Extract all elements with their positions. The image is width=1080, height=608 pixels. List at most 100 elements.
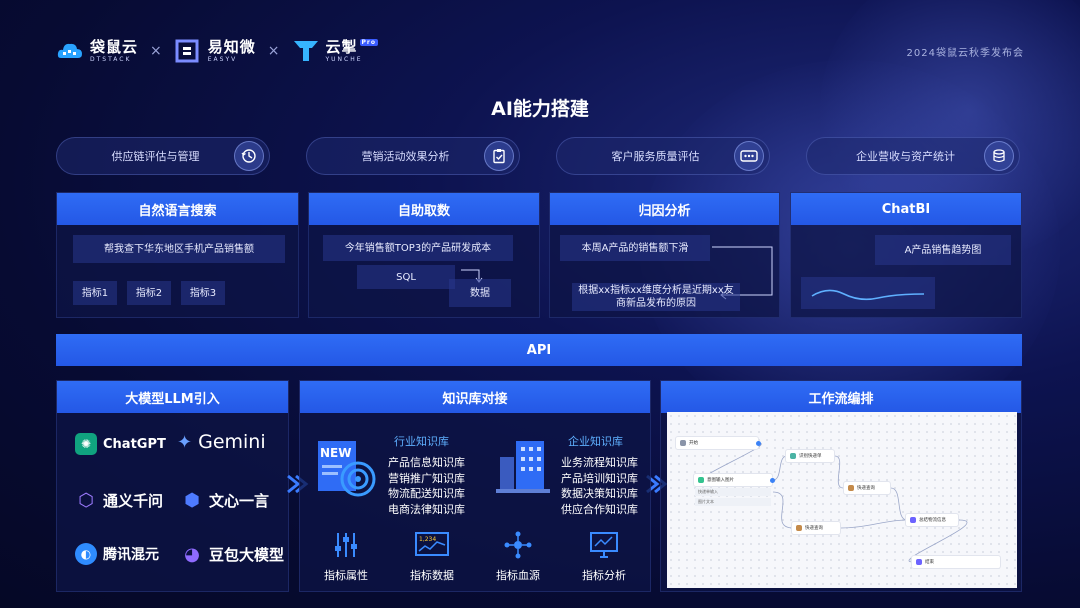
node-label: 识别快递单 [799, 454, 822, 459]
data-box: 数据 [449, 279, 511, 307]
list-item: 电商法律知识库 [388, 502, 465, 516]
port-icon [770, 478, 775, 483]
workflow-node-field: 图片文本 [695, 498, 771, 506]
metric-tag: 指标2 [127, 281, 171, 305]
query-box: 帮我查下华东地区手机产品销售额 [73, 235, 285, 263]
card-title: 归因分析 [550, 193, 779, 225]
llm-doubao: ◕ 豆包大模型 [181, 543, 284, 565]
logo-name: 易知微 [207, 37, 256, 56]
chat-dots-icon [734, 141, 764, 171]
building-icon [496, 441, 550, 493]
llm-chatgpt: ✺ ChatGPT [75, 433, 166, 455]
pill-label: 企业营收与资产统计 [856, 150, 955, 163]
node-label: 开始 [689, 441, 698, 446]
workflow-node-start[interactable]: 开始 [675, 436, 761, 450]
summary-icon [910, 517, 916, 523]
workflow-node-summary[interactable]: 总结物流信息 [905, 513, 959, 527]
separator: × [267, 43, 280, 59]
new-badge: NEW [320, 446, 351, 460]
workflow-node-query[interactable]: 快递查询 [843, 481, 891, 495]
workflow-node-end[interactable]: 结束 [911, 555, 1001, 569]
workflow-node-recognize[interactable]: 识别快递单 [785, 449, 835, 463]
metric-analysis: 指标分析 [572, 531, 636, 583]
list-item: 供应合作知识库 [561, 502, 638, 516]
list-item: 物流配送知识库 [388, 487, 465, 500]
node-label: 快递查询 [857, 486, 875, 491]
card-title: ChatBI [791, 193, 1021, 225]
card-chatbi: ChatBI A产品销售趋势图 [790, 192, 1022, 318]
scenario-pill-supply-chain[interactable]: 供应链评估与管理 [56, 137, 270, 175]
node-label: 快递查询 [805, 526, 823, 531]
dashboard-chart-icon: 1,234 [415, 532, 449, 556]
trend-chart-box [801, 277, 935, 309]
coin-stack-icon [984, 141, 1014, 171]
node-label: 总结物流信息 [919, 518, 946, 523]
pill-label: 客户服务质量评估 [611, 150, 700, 163]
chart-badge: 1,234 [419, 536, 436, 543]
network-nodes-icon [504, 531, 532, 559]
list-item: 营销推广知识库 [388, 471, 465, 485]
scenario-pill-marketing[interactable]: 营销活动效果分析 [306, 137, 520, 175]
workflow-node-query[interactable]: 快递查询 [791, 521, 841, 535]
panel-title: 工作流编排 [661, 381, 1021, 413]
monitor-analytics-icon [590, 532, 618, 558]
sliders-icon [335, 533, 357, 557]
llm-wenxin: ⬢ 文心一言 [181, 489, 269, 511]
port-icon [756, 441, 761, 446]
yunche-mark-icon [293, 41, 318, 61]
trend-line-icon [811, 289, 925, 301]
clipboard-check-icon [484, 141, 514, 171]
metric-attributes: 指标属性 [314, 531, 378, 583]
list-item: 业务流程知识库 [561, 456, 638, 469]
metric-label: 指标数据 [410, 569, 454, 582]
panel-llm: 大模型LLM引入 ✺ ChatGPT ✦ Gemini ⬡ 通义千问 ⬢ 文心一… [56, 380, 289, 592]
separator: × [150, 43, 162, 59]
package-icon [796, 525, 802, 531]
pro-badge: Pro [359, 38, 378, 46]
kb-industry-list: 产品信息知识库 营销推广知识库 物流配送知识库 电商法律知识库 [388, 455, 465, 517]
workflow-node-input[interactable]: 意图输入图片 [693, 473, 775, 487]
list-item: 产品信息知识库 [388, 456, 465, 469]
gemini-star-icon: ✦ [177, 431, 193, 453]
answer-box: 根据xx指标xx维度分析是近期xx友商新品发布的原因 [572, 283, 740, 311]
chatgpt-icon: ✺ [75, 433, 97, 455]
metric-label: 指标属性 [324, 569, 368, 582]
card-title: 自助取数 [309, 193, 539, 225]
metric-data: 1,234 指标数据 [400, 531, 464, 583]
sql-box: SQL [357, 265, 455, 289]
list-item: 数据决策知识库 [561, 487, 638, 500]
logo-sub: EASYV [207, 55, 238, 63]
scenario-pill-revenue[interactable]: 企业营收与资产统计 [806, 137, 1020, 175]
kb-enterprise-list: 业务流程知识库 产品培训知识库 数据决策知识库 供应合作知识库 [561, 455, 638, 517]
api-bar: API [56, 334, 1022, 366]
hunyuan-icon: ◐ [75, 543, 97, 565]
metric-tag: 指标3 [181, 281, 225, 305]
easyv-logo: 易知微 EASYV [174, 38, 256, 64]
llm-gemini: ✦ Gemini [177, 431, 266, 453]
history-clock-icon [234, 141, 264, 171]
llm-name: 豆包大模型 [209, 545, 285, 564]
end-icon [916, 559, 922, 565]
card-attribution: 归因分析 本周A产品的销售额下滑 根据xx指标xx维度分析是近期xx友商新品发布… [549, 192, 780, 318]
card-title: 自然语言搜索 [57, 193, 298, 225]
scenario-pill-customer-service[interactable]: 客户服务质量评估 [556, 137, 770, 175]
tongyi-icon: ⬡ [78, 489, 94, 511]
node-label: 结束 [925, 560, 934, 565]
easyv-mark-icon [175, 39, 199, 63]
workflow-canvas[interactable]: 开始 意图输入图片 快递单输入 图片文本 识别快递单 快递查询 快递查询 总结物… [667, 412, 1017, 588]
logo-name: 袋鼠云 [90, 37, 139, 56]
package-icon [848, 485, 854, 491]
llm-hunyuan: ◐ 腾讯混元 [75, 543, 159, 565]
panel-title: 知识库对接 [300, 381, 650, 413]
scan-icon [790, 453, 796, 459]
doubao-icon: ◕ [184, 543, 200, 565]
metric-lineage: 指标血源 [486, 531, 550, 583]
query-box: 本周A产品的销售额下滑 [560, 235, 710, 261]
query-box: A产品销售趋势图 [875, 235, 1011, 265]
wenxin-icon: ⬢ [184, 489, 200, 511]
llm-name: 文心一言 [209, 491, 270, 510]
metric-tag: 指标1 [73, 281, 117, 305]
llm-name: 腾讯混元 [103, 547, 159, 563]
